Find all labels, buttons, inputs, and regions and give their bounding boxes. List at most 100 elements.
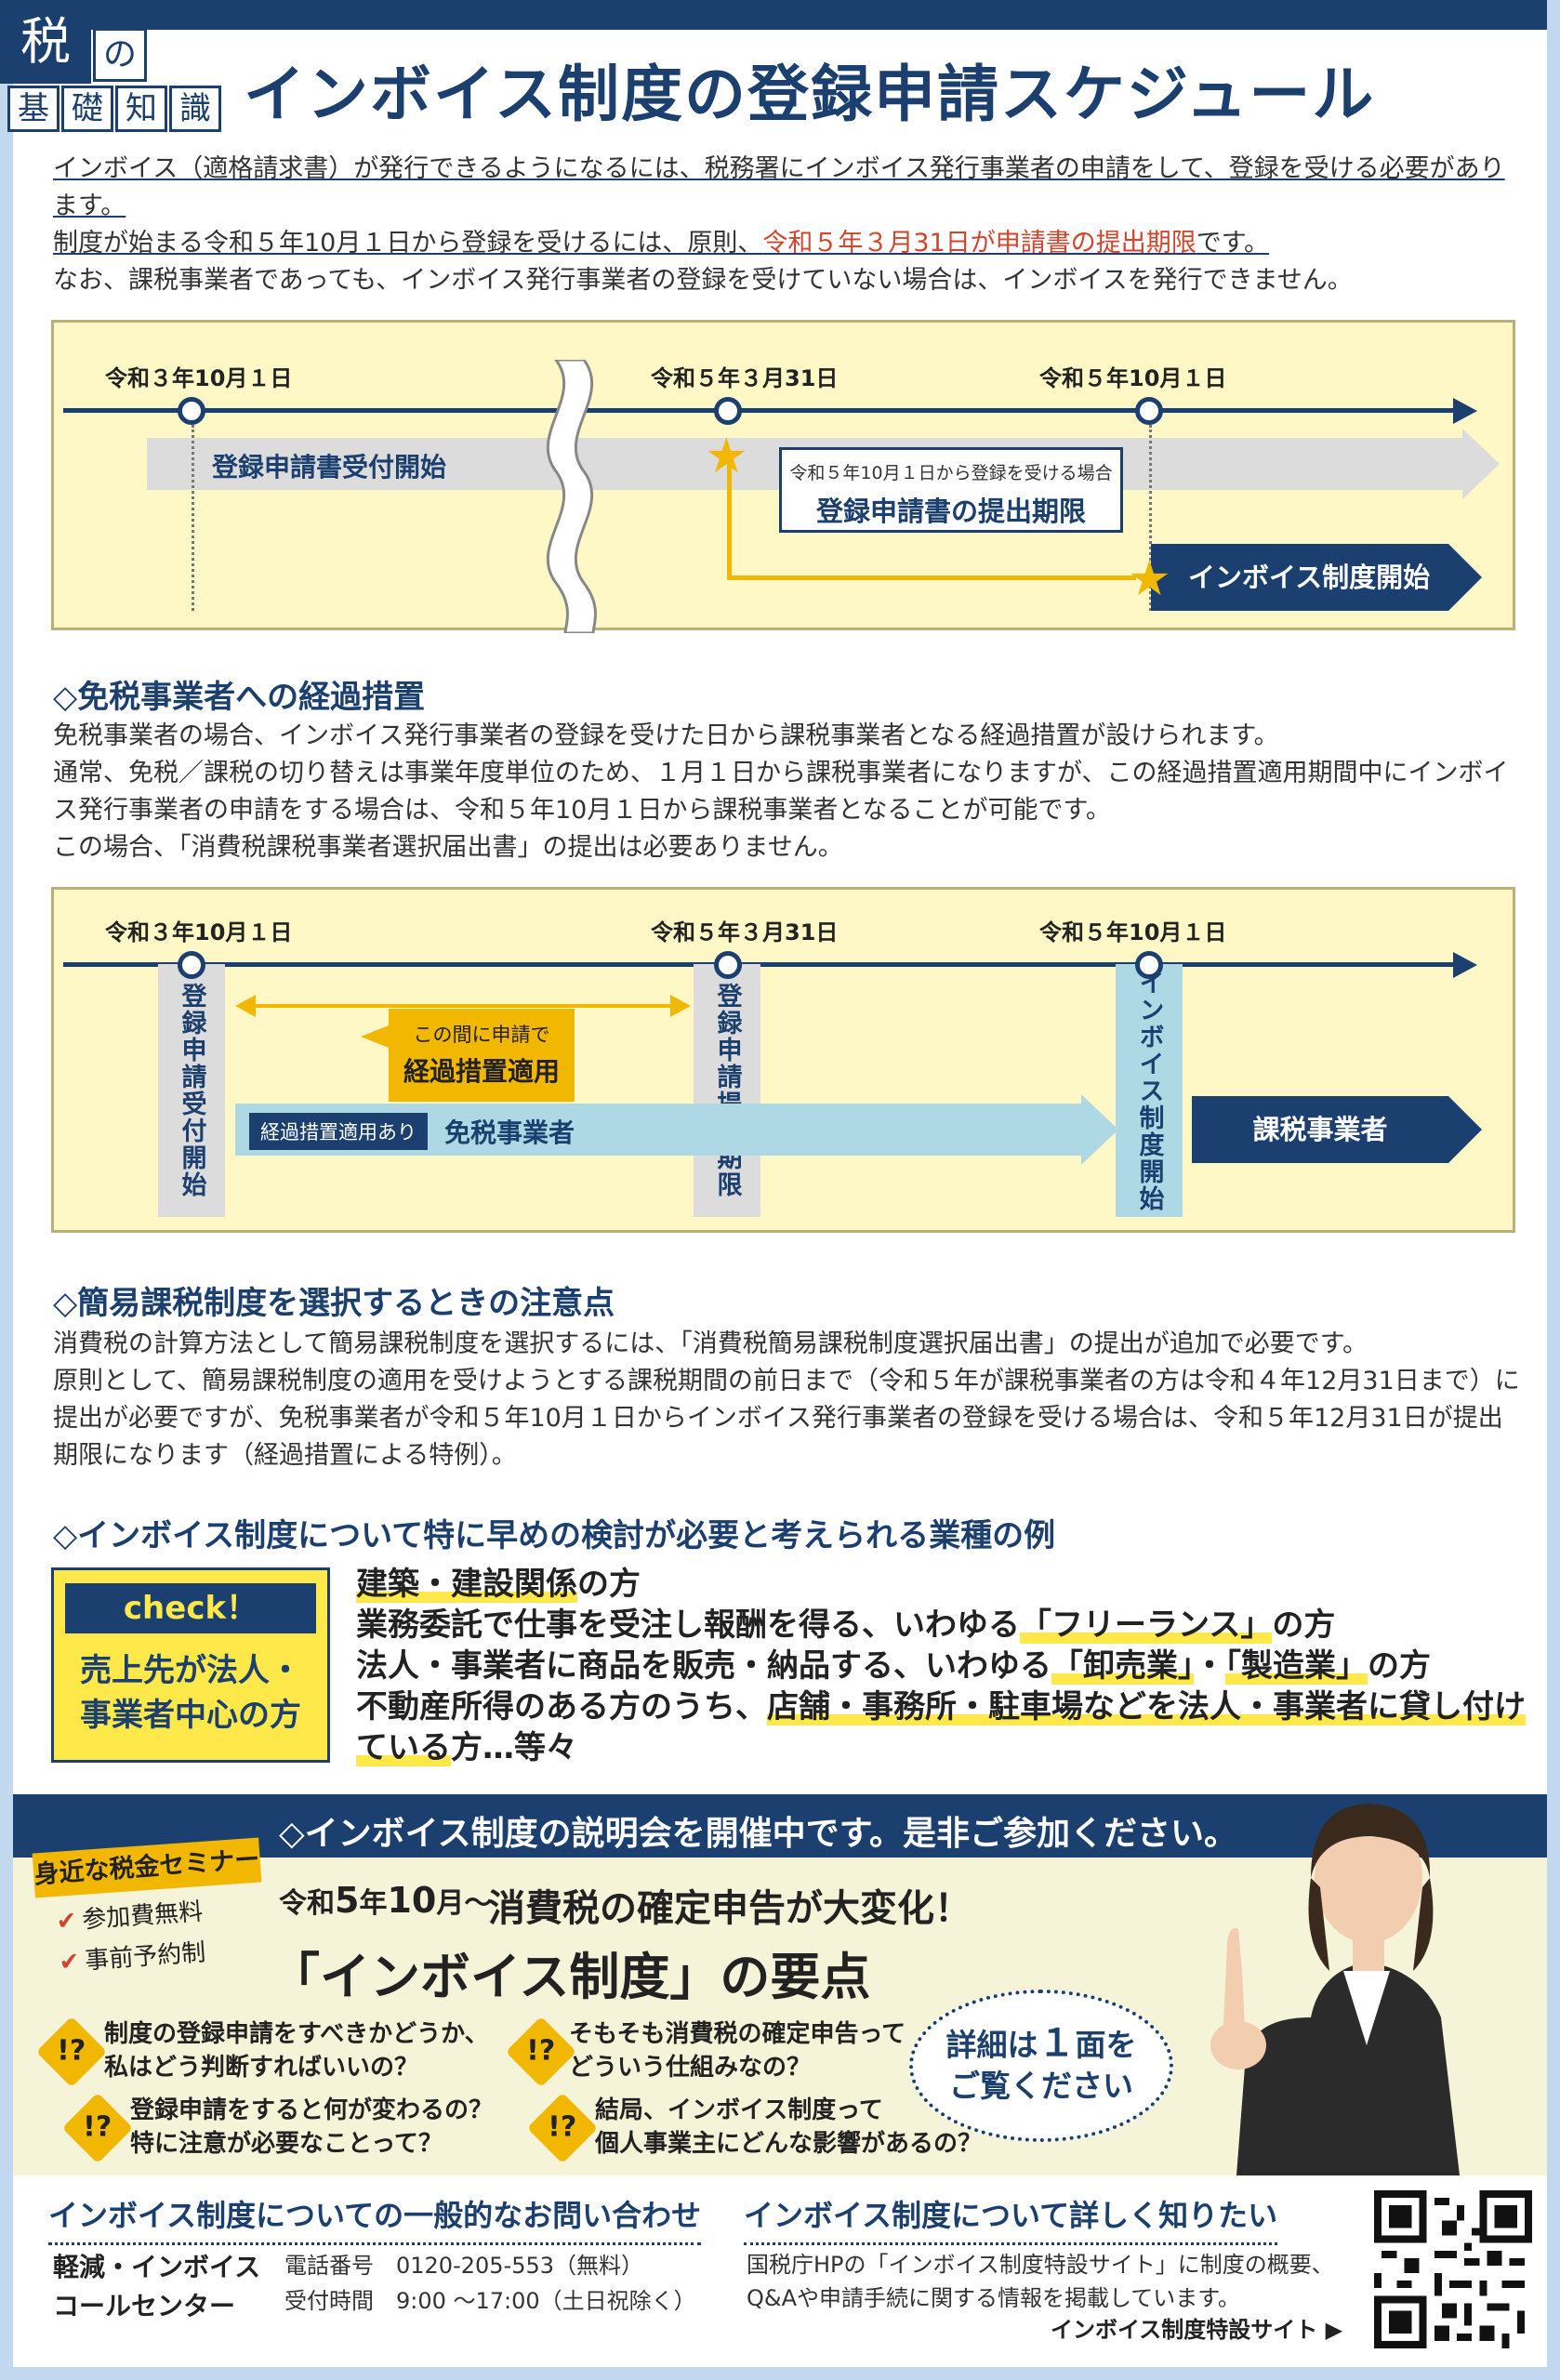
tl2-band-launch: インボイス制度開始: [1116, 964, 1183, 1217]
section1-p2: 通常、免税／課税の切り替えは事業年度単位のため、１月１日から課税事業者になります…: [53, 759, 1509, 825]
industry-2-pre: 業務委託で仕事を受注し報酬を得る、いわゆる: [356, 1606, 1020, 1644]
section1-text: 免税事業者の場合、インボイス発行事業者の登録を受けた日から課税事業者となる経過措…: [53, 718, 1522, 866]
badge-zei: 税: [0, 0, 91, 84]
tl2-callout-shape: [361, 1009, 575, 1102]
page-title: インボイス制度の登録申請スケジュール: [244, 59, 1376, 130]
call-center-detail: 電話番号 0120-205-553（無料） 受付時間 9:00 ～17:00（土…: [284, 2248, 696, 2319]
seminar-question-4: 結局、インボイス制度って個人事業主にどんな影響があるの？: [595, 2096, 983, 2158]
seminar-date-post: 月～: [436, 1887, 493, 1920]
tl1-start-arrow: インボイス制度開始: [1151, 544, 1448, 611]
tl1-date-start: 令和３年10月１日: [105, 365, 293, 391]
tl1-deadline-star-icon: ★: [705, 429, 748, 484]
tel-number[interactable]: 0120-205-553（無料）: [396, 2253, 644, 2279]
section3-heading: ◇インボイス制度について特に早めの検討が必要と考えられる業種の例: [53, 1517, 1056, 1554]
tl1-band-label: 登録申請書受付開始: [212, 452, 447, 483]
footer-detail-heading: インボイス制度について詳しく知りたい: [744, 2192, 1278, 2245]
intro-line2: 制度が始まる令和５年10月１日から登録を受けるには、原則、令和５年３月31日が申…: [53, 229, 1269, 258]
intro-line2-pre: 制度が始まる令和５年10月１日から登録を受けるには、原則、: [53, 229, 763, 258]
tl1-launch-star-icon: ★: [1128, 551, 1171, 607]
industry-4-post: 方…等々: [451, 1729, 577, 1766]
timeline-1: 令和３年10月１日 令和５年３月31日 令和５年10月１日 登録申請書受付開始 …: [51, 320, 1515, 633]
tl1-deadline-label: 登録申請書の提出期限: [815, 496, 1086, 527]
qr-code-icon[interactable]: [1374, 2190, 1532, 2348]
tl2-exempt-band-tip: [1081, 1094, 1118, 1165]
tl1-gray-band-tip: [1462, 429, 1500, 499]
industry-item: 建築・建設関係の方: [356, 1564, 1537, 1605]
seminar-date-month: 10: [387, 1880, 437, 1921]
special-site-link[interactable]: インボイス制度特設サイト ▶: [1051, 2317, 1343, 2343]
tl1-deadline-note: 令和５年10月１日から登録を受ける場合: [789, 463, 1113, 483]
tel-label: 電話番号: [284, 2253, 374, 2279]
section2-p1: 消費税の計算方法として簡易課税制度を選択するには、「消費税簡易課税制度選択届出書…: [53, 1329, 1368, 1358]
tl2-callout-big: 経過措置適用: [403, 1056, 560, 1087]
seminar-headline: 消費税の確定申告が大変化！: [488, 1887, 972, 1930]
tl1-yellow-vertical: [727, 453, 732, 579]
seminar-checklist: ✔参加費無料 ✔事前予約制: [55, 1892, 207, 1984]
seminar-bar: [13, 1794, 1547, 1858]
intro-deadline: 令和５年３月31日が申請書の提出期限: [762, 229, 1196, 258]
detail-callout: 詳細は１面をご覧ください: [909, 1990, 1173, 2142]
intro-line1: インボイス（適格請求書）が発行できるようになるには、税務署にインボイス発行事業者…: [53, 154, 1505, 220]
checkmark-icon: ✔: [55, 1907, 78, 1937]
industry-3-highlight-1: 「卸売業」: [1051, 1647, 1194, 1685]
seminar-date: 令和5年10月～: [279, 1880, 492, 1921]
industry-3-post: の方: [1368, 1647, 1431, 1685]
seminar-question-2: そもそも消費税の確定申告ってどういう仕組みなの？: [569, 2020, 906, 2082]
tl2-axis: [63, 962, 1458, 967]
tl2-node-start: [178, 951, 205, 979]
tl2-band-deadline: 登録申請提出期限: [694, 964, 760, 1217]
industry-3-highlight-2: 「製造業」: [1225, 1647, 1368, 1685]
industry-4-pre: 不動産所得のある方のうち、: [356, 1688, 767, 1726]
seminar-date-mid: 年: [359, 1887, 388, 1920]
badge-kiso-4: 識: [169, 86, 221, 132]
industry-3-mid: ・: [1194, 1647, 1225, 1685]
seminar-date-year: 5: [335, 1880, 360, 1921]
tl2-date-deadline: 令和５年３月31日: [651, 919, 839, 945]
timeline-2: 令和３年10月１日 令和５年３月31日 令和５年10月１日 登録申請受付開始 登…: [51, 887, 1515, 1233]
tl2-node-deadline: [714, 951, 742, 979]
seminar-question-3: 登録申請をすると何が変わるの？特に注意が必要なことって？: [130, 2096, 494, 2158]
section1-heading: ◇免税事業者への経過措置: [53, 679, 426, 716]
section2-p2: 原則として、簡易課税制度の適用を受けようとする課税期間の前日まで（令和５年が課税…: [53, 1367, 1520, 1470]
tl1-deadline-box: 令和５年10月１日から登録を受ける場合 登録申請書の提出期限: [779, 447, 1123, 533]
industry-3-pre: 法人・事業者に商品を販売・納品する、いわゆる: [356, 1647, 1051, 1685]
industry-1-post: の方: [577, 1566, 641, 1603]
top-bar: [0, 0, 1560, 30]
seminar-date-pre: 令和: [279, 1887, 335, 1920]
badge-kiso-1: 基: [7, 86, 59, 132]
tl2-taxable-arrow: 課税事業者: [1192, 1096, 1448, 1163]
check-text: 売上先が法人・ 事業者中心の方: [54, 1648, 327, 1738]
footer-contact-heading: インボイス制度についての一般的なお問い合わせ: [48, 2192, 702, 2245]
badge-kiso-3: 知: [115, 86, 167, 132]
industry-item: 業務委託で仕事を受注し報酬を得る、いわゆる「フリーランス」の方: [356, 1605, 1537, 1646]
industry-2-post: の方: [1272, 1606, 1336, 1644]
tl1-axis: [63, 408, 1458, 413]
check-text-1: 売上先が法人・: [80, 1652, 301, 1689]
call-center-name: 軽減・インボイスコールセンター: [53, 2252, 261, 2321]
seminar-check-2: 事前予約制: [84, 1938, 207, 1976]
section1-p3: この場合、「消費税課税事業者選択届出書」の提出は必要ありません。: [53, 833, 843, 862]
seminar-check-1: 参加費無料: [81, 1897, 205, 1935]
tl1-start-arrow-tip: [1448, 544, 1482, 611]
check-box: check！ 売上先が法人・ 事業者中心の方: [51, 1567, 330, 1763]
section1-p1: 免税事業者の場合、インボイス発行事業者の登録を受けた日から課税事業者となる経過措…: [53, 721, 1279, 750]
section2-text: 消費税の計算方法として簡易課税制度を選択するには、「消費税簡易課税制度選択届出書…: [53, 1326, 1522, 1474]
badge-no: の: [93, 28, 147, 82]
intro-text: インボイス（適格請求書）が発行できるようになるには、税務署にインボイス発行事業者…: [53, 151, 1513, 299]
seminar-question-1: 制度の登録申請をすべきかどうか、私はどう判断すればいいの？: [104, 2020, 489, 2082]
industry-2-highlight: 「フリーランス」: [1020, 1606, 1273, 1644]
tl1-node-launch: [1135, 397, 1163, 425]
tl1-yellow-horizontal: [727, 575, 1136, 580]
tl2-axis-arrowhead: [1453, 952, 1477, 978]
tl2-date-start: 令和３年10月１日: [105, 919, 293, 945]
tl2-taxable-arrow-tip: [1448, 1096, 1482, 1163]
tl2-callout: この間に申請で 経過措置適用: [389, 1020, 575, 1089]
tl1-node-start: [178, 397, 205, 425]
industry-item: 不動産所得のある方のうち、店舗・事務所・駐車場などを法人・事業者に貸し付けている…: [356, 1686, 1537, 1768]
tl2-transition-tag: 経過措置適用あり: [249, 1113, 428, 1150]
tl2-callout-small: この間に申請で: [413, 1024, 550, 1046]
industry-1-highlight: 建築・建設関係: [356, 1566, 577, 1603]
tl2-date-launch: 令和５年10月１日: [1039, 919, 1227, 945]
check-text-2: 事業者中心の方: [80, 1697, 301, 1734]
hours-label: 受付時間: [284, 2288, 374, 2314]
